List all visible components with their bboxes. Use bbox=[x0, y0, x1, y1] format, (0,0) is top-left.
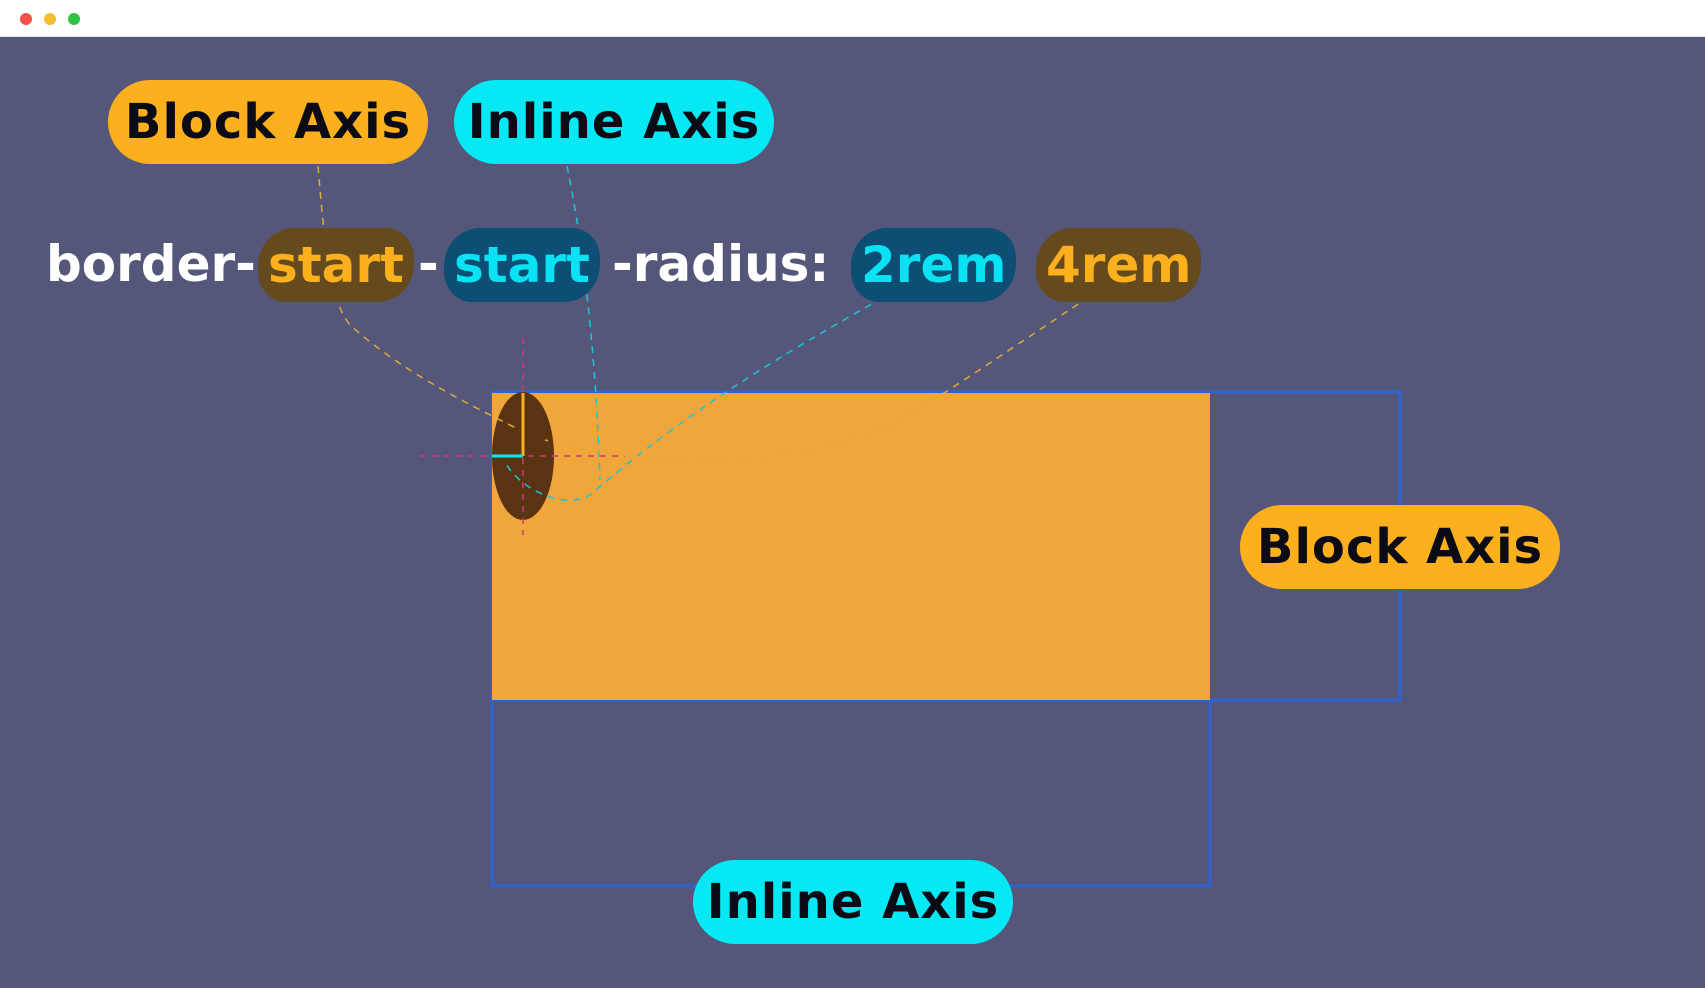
value-2rem-connector bbox=[504, 284, 906, 501]
inline-axis-label-top: Inline Axis bbox=[454, 80, 774, 164]
code-suffix: -radius: bbox=[612, 235, 830, 293]
styled-box bbox=[492, 393, 1210, 700]
zoom-window-button[interactable] bbox=[68, 13, 80, 25]
inline-start-keyword: start bbox=[444, 228, 600, 302]
window-titlebar bbox=[0, 0, 1705, 37]
close-window-button[interactable] bbox=[20, 13, 32, 25]
value-4rem-connector bbox=[544, 289, 1101, 462]
inline-axis-bracket bbox=[490, 700, 1212, 888]
inline-axis-connector bbox=[566, 165, 601, 481]
minimize-window-button[interactable] bbox=[44, 13, 56, 25]
block-radius-value: 4rem bbox=[1036, 228, 1202, 302]
code-prefix: border- bbox=[46, 235, 256, 293]
code-separator: - bbox=[418, 235, 439, 293]
block-axis-label-top: Block Axis bbox=[108, 80, 428, 164]
block-start-keyword: start bbox=[258, 228, 414, 302]
inline-axis-label-bottom: Inline Axis bbox=[693, 860, 1013, 944]
inline-radius-value: 2rem bbox=[851, 228, 1017, 302]
block-axis-label-right: Block Axis bbox=[1240, 505, 1560, 589]
